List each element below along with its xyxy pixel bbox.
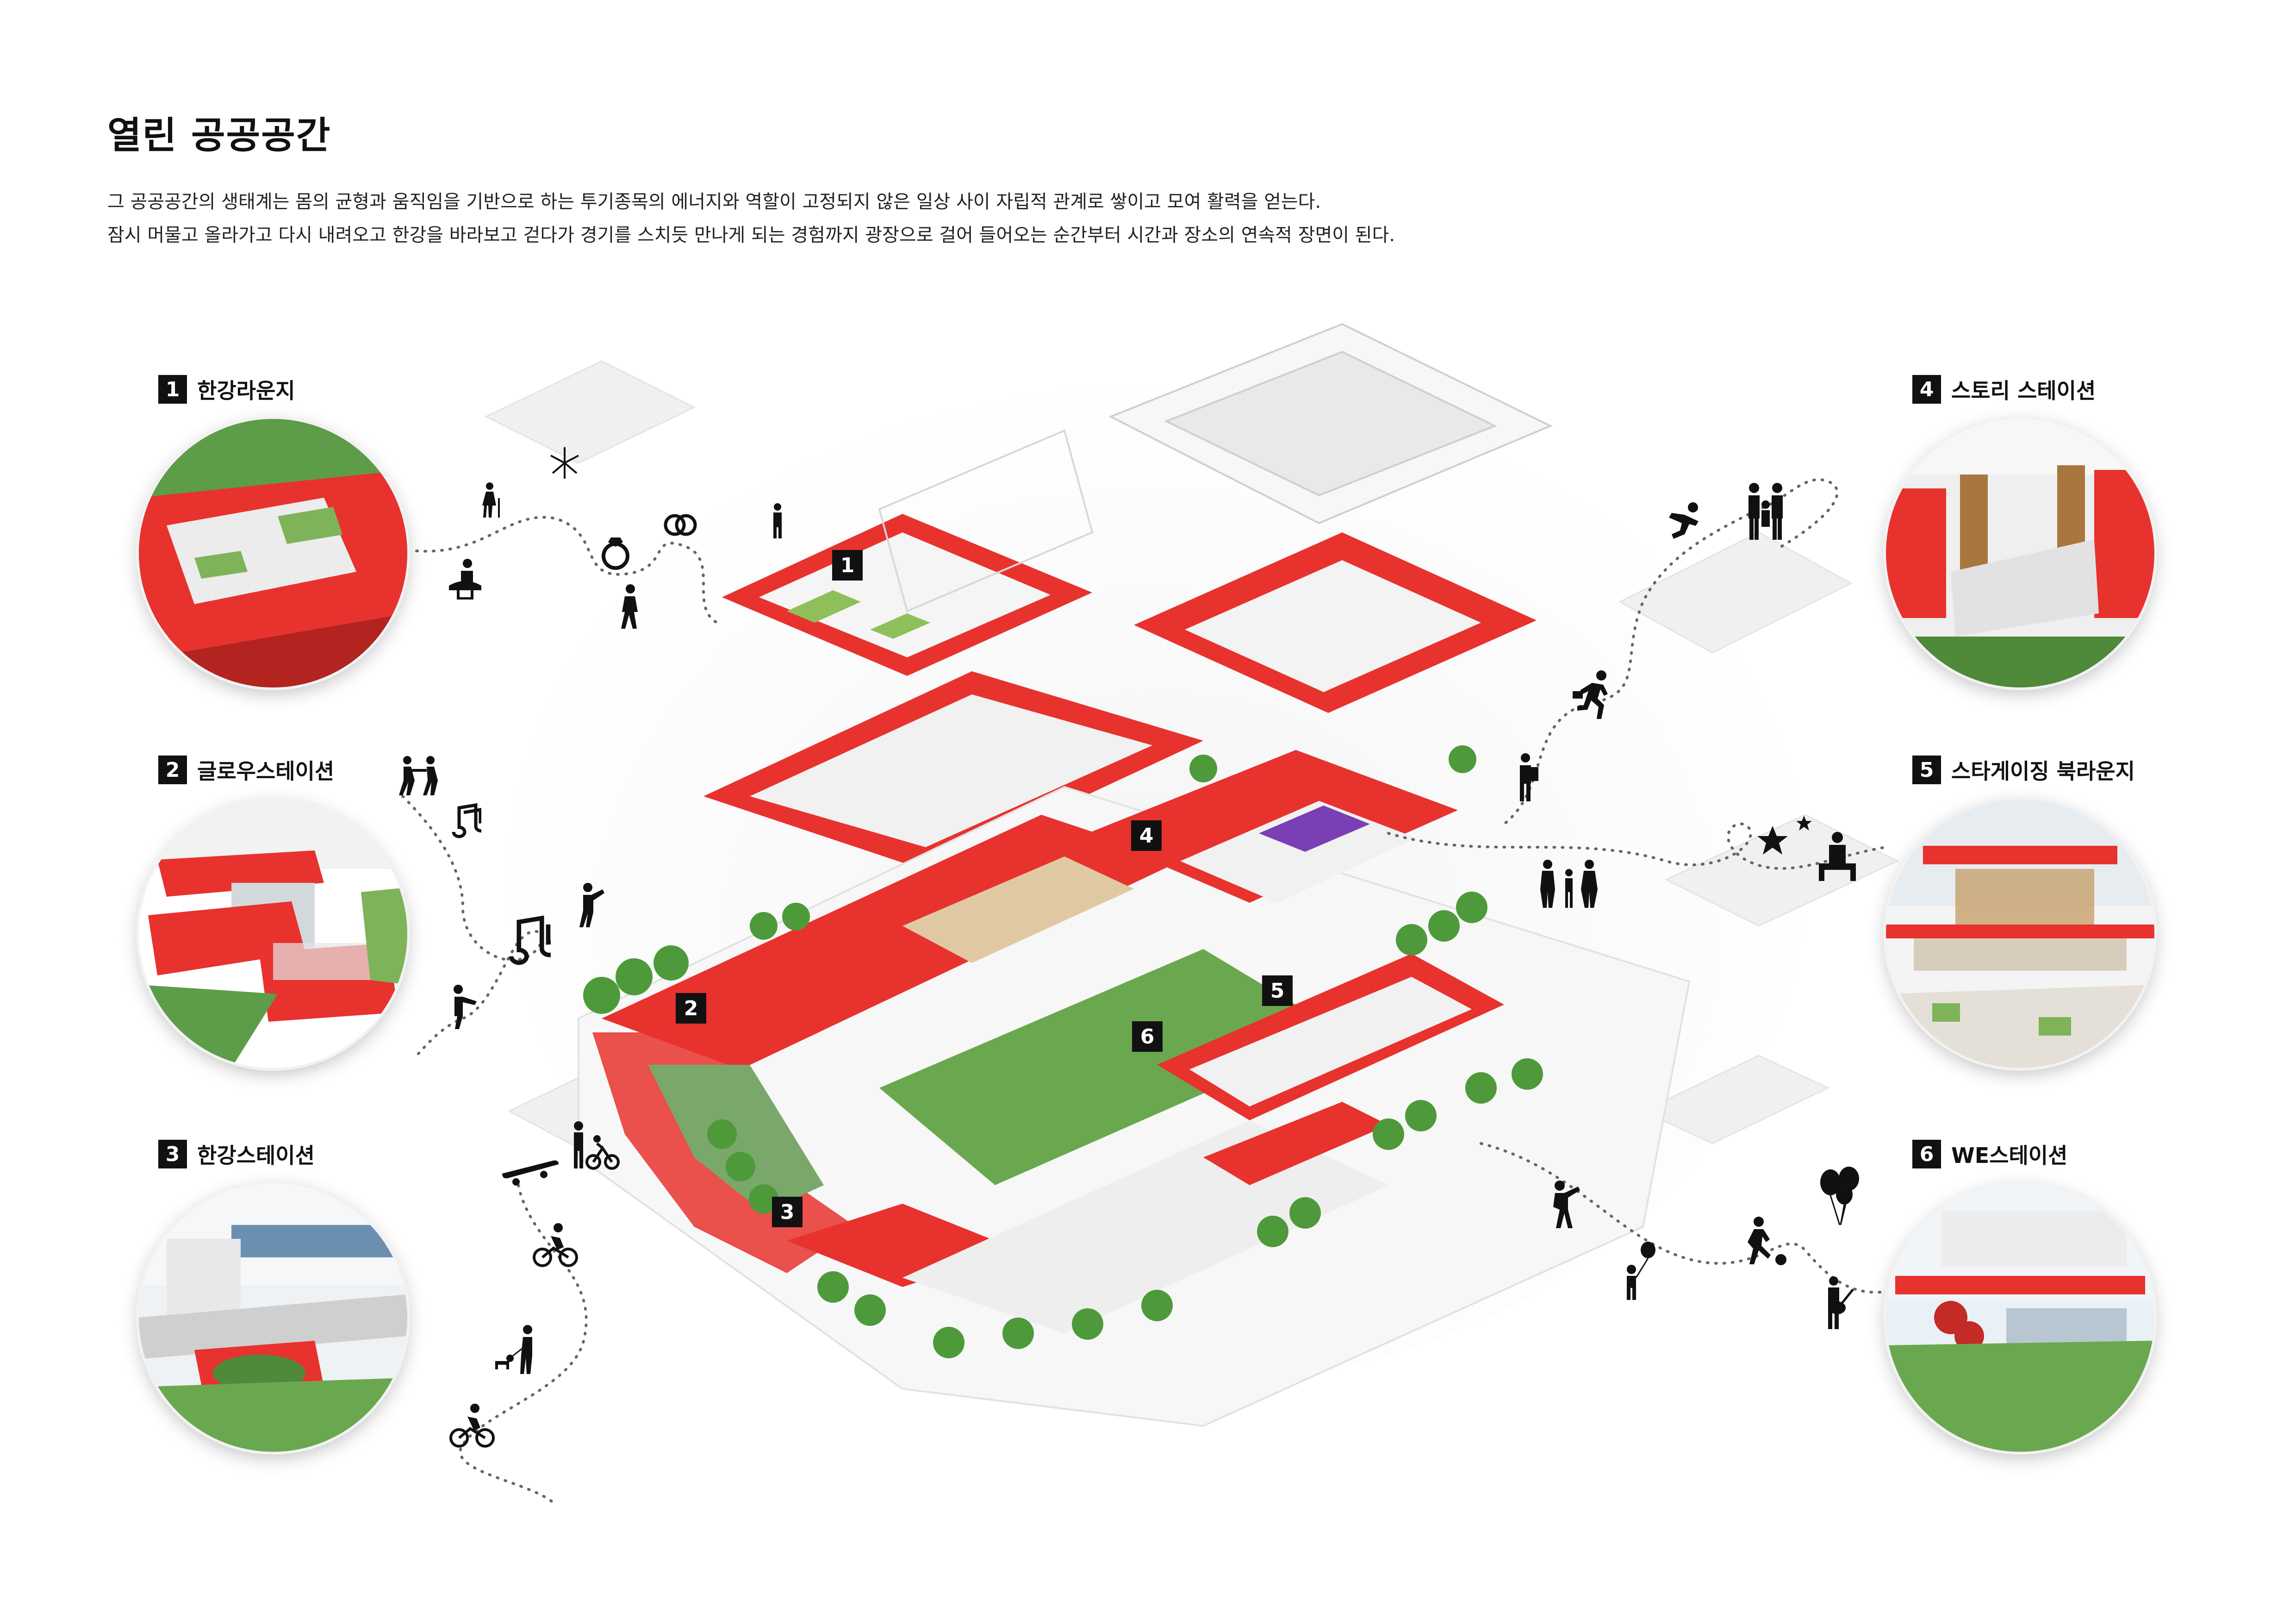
family-walk-icon	[1537, 859, 1601, 910]
map-marker-4: 4	[1131, 820, 1162, 851]
walking-person-icon	[611, 583, 648, 630]
description-line-1: 그 공공공간의 생태계는 몸의 균형과 움직임을 기반으로 하는 투기종목의 에…	[107, 191, 1321, 212]
dancer-icon	[569, 882, 611, 928]
space-name-4: 스토리 스테이션	[1951, 378, 2096, 403]
wedding-rings-icon	[662, 505, 699, 542]
page-title: 열린 공공공간	[107, 114, 331, 157]
sitting-reader-icon	[1814, 831, 1860, 882]
music-note-icon	[444, 803, 489, 840]
dancing-couple-icon	[393, 755, 444, 796]
star-icon	[1756, 824, 1789, 856]
space-number-4: 4	[1912, 375, 1941, 404]
space-number-6: 6	[1912, 1140, 1941, 1168]
space-name-6: WE스테이션	[1951, 1143, 2068, 1168]
ring-icon	[597, 535, 634, 572]
dog-walker-icon	[491, 1324, 541, 1375]
space-name-1: 한강라운지	[197, 378, 295, 403]
map-marker-2: 2	[676, 993, 706, 1024]
music-note-icon	[500, 914, 560, 965]
climber-icon	[1541, 1178, 1587, 1229]
child-balloon-icon	[1618, 1241, 1659, 1301]
space-number-5: 5	[1912, 756, 1941, 784]
child-on-toy-icon	[444, 558, 486, 600]
guitarist-icon	[1814, 1275, 1856, 1331]
skateboard-icon	[498, 1155, 562, 1187]
space-number-3: 3	[158, 1140, 187, 1168]
space-label-3: 3 한강스테이션	[158, 1139, 315, 1169]
kicking-person-icon	[444, 984, 481, 1030]
render-we-station	[1886, 1183, 2154, 1452]
space-name-3: 한강스테이션	[197, 1143, 315, 1168]
render-han-river-lounge	[139, 419, 407, 687]
parent-child-bike-icon	[565, 1120, 620, 1171]
map-marker-3: 3	[772, 1197, 803, 1227]
standing-person-icon	[766, 502, 789, 539]
running-person-icon	[1569, 669, 1615, 720]
space-number-1: 1	[158, 375, 187, 404]
elderly-person-icon	[472, 481, 509, 518]
map-marker-6: 6	[1132, 1021, 1163, 1052]
jumping-person-icon	[1661, 500, 1708, 546]
backpacker-icon	[1509, 752, 1546, 803]
description-line-2: 잠시 머물고 올라가고 다시 내려오고 한강을 바라보고 걷다가 경기를 스치듯…	[107, 225, 1395, 246]
trees	[583, 745, 1543, 1358]
stadium	[1108, 323, 1553, 525]
space-label-4: 4 스토리 스테이션	[1912, 374, 2096, 405]
space-label-6: 6 WE스테이션	[1912, 1139, 2067, 1169]
space-name-2: 글로우스테이션	[197, 759, 335, 784]
render-stargazing-book-lounge	[1886, 800, 2154, 1068]
map-marker-1: 1	[832, 550, 863, 581]
space-label-2: 2 글로우스테이션	[158, 755, 334, 785]
level-2-frame	[703, 532, 1537, 870]
cyclist-icon	[449, 1403, 495, 1449]
fireworks-icon	[546, 444, 583, 481]
soccer-player-icon	[1740, 1215, 1791, 1266]
space-number-2: 2	[158, 756, 187, 784]
space-name-5: 스타게이징 북라운지	[1951, 759, 2135, 784]
level-1-plate	[722, 429, 1094, 676]
family-icon	[1740, 481, 1791, 542]
cyclist-icon	[532, 1222, 579, 1268]
map-marker-5: 5	[1262, 975, 1293, 1006]
balloons-icon	[1817, 1167, 1867, 1227]
star-icon	[1796, 815, 1812, 831]
space-label-5: 5 스타게이징 북라운지	[1912, 755, 2135, 785]
description: 그 공공공간의 생태계는 몸의 균형과 움직임을 기반으로 하는 투기종목의 에…	[107, 185, 1395, 252]
space-label-1: 1 한강라운지	[158, 374, 295, 405]
